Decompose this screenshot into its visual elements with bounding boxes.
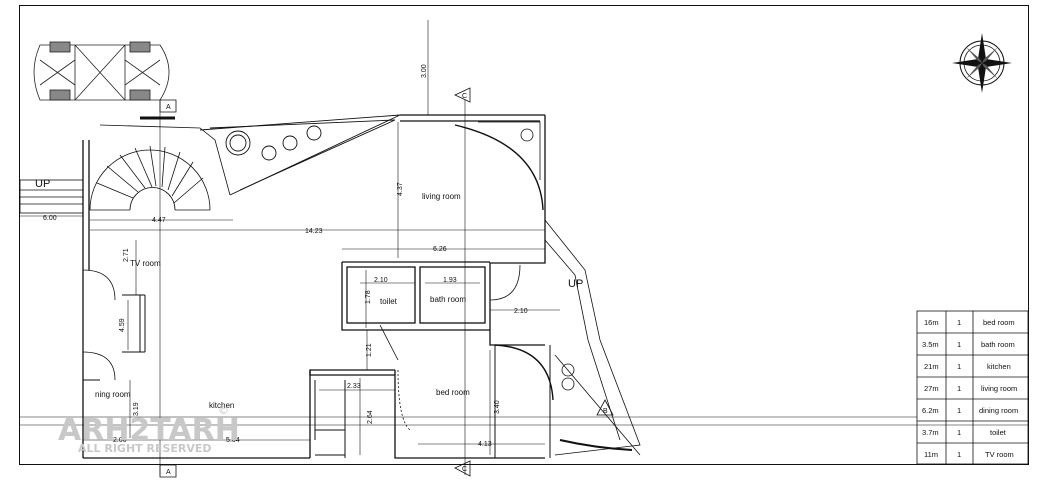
watermark-copyright: © [218,404,229,417]
dim-3.19: 3.19 [133,402,140,416]
section-label: A [166,469,171,476]
section-marker-c-bottom: C [454,460,471,477]
schedule-area: 3.5m [922,340,939,349]
dim-2.10-toilet: 2.10 [374,277,388,284]
section-label: C [462,93,467,100]
schedule-room: dining room [979,406,1018,415]
terrace [199,114,401,196]
dim-4.59: 4.59 [119,318,126,332]
section-label: B [603,408,608,415]
dim-2.64: 2.64 [367,410,374,424]
schedule-count: 1 [957,384,961,393]
grid-axes [20,20,1028,475]
schedule-area: 27m [924,384,939,393]
dim-1.93: 1.93 [443,277,457,284]
schedule-area: 11m [924,450,938,459]
dim-2.00: 2.00 [113,437,127,444]
door-swings [82,124,554,431]
dim-3.00: 3.00 [421,64,428,78]
schedule-count: 1 [957,362,961,371]
watermark-rights: ALL RIGHT RESERVED [78,442,212,455]
schedule-count: 1 [957,340,961,349]
section-label: C [462,466,467,473]
dim-6.26: 6.26 [433,246,447,253]
dim-2.10-right: 2.10 [514,308,528,315]
stair-up-label-right: UP [568,278,583,290]
car-icon [33,41,170,101]
section-label: A [166,104,171,111]
section-marker-c-top: C [454,87,471,103]
schedule-room: living room [981,384,1017,393]
dim-6.00: 6.00 [43,215,57,222]
schedule-room: bed room [983,318,1015,327]
dim-1.21: 1.21 [366,343,373,357]
section-marker-b: B [596,399,614,416]
schedule-room: bath room [981,340,1015,349]
room-label-living: living room [422,192,461,201]
room-label-toilet: toilet [380,297,398,306]
schedule-area: 3.7m [922,428,939,437]
section-marker-a-top: A [159,99,177,113]
right-stair [478,121,641,456]
dim-1.78: 1.78 [365,290,372,304]
stair-up-label-left: UP [35,178,50,190]
room-label-bed: bed room [436,388,470,397]
watermark: ARH2TARH © ALL RIGHT RESERVED [58,404,240,455]
schedule-room: toilet [990,428,1007,437]
room-label-bath: bath room [430,295,466,304]
dim-3.40: 3.40 [494,400,501,414]
room-label-kitchen: kitchen [209,401,234,410]
dim-4.13: 4.13 [478,441,492,448]
dim-5.04: 5.04 [226,437,240,444]
dim-2.71: 2.71 [123,248,130,262]
north-arrow-icon [952,33,1012,93]
schedule-area: 16m [924,318,939,327]
dim-4.37: 4.37 [397,182,404,196]
partitions [83,294,551,458]
room-label-tv: TV room [130,259,161,268]
section-marker-a-bottom: A [159,464,177,478]
schedule-count: 1 [957,428,961,437]
dim-4.47: 4.47 [152,217,166,224]
schedule-room: TV room [985,450,1014,459]
watermark-brand: ARH2TARH [58,413,240,448]
schedule-area: 21m [924,362,939,371]
schedule-rows: 16m 1 bed room 3.5m 1 bath room 21m 1 ki… [922,318,1018,459]
entry-stair [19,179,84,214]
schedule-room: kitchen [987,362,1011,371]
dim-14.23: 14.23 [305,228,323,235]
walls [82,114,546,459]
room-label-dining: ning room [95,390,131,399]
dim-2.33: 2.33 [347,383,361,390]
room-schedule-table [916,310,1029,465]
spiral-stair [89,116,231,211]
schedule-count: 1 [957,406,961,415]
sheet-border [19,5,1029,465]
schedule-area: 6.2m [922,406,939,415]
schedule-count: 1 [957,450,961,459]
schedule-count: 1 [957,318,961,327]
